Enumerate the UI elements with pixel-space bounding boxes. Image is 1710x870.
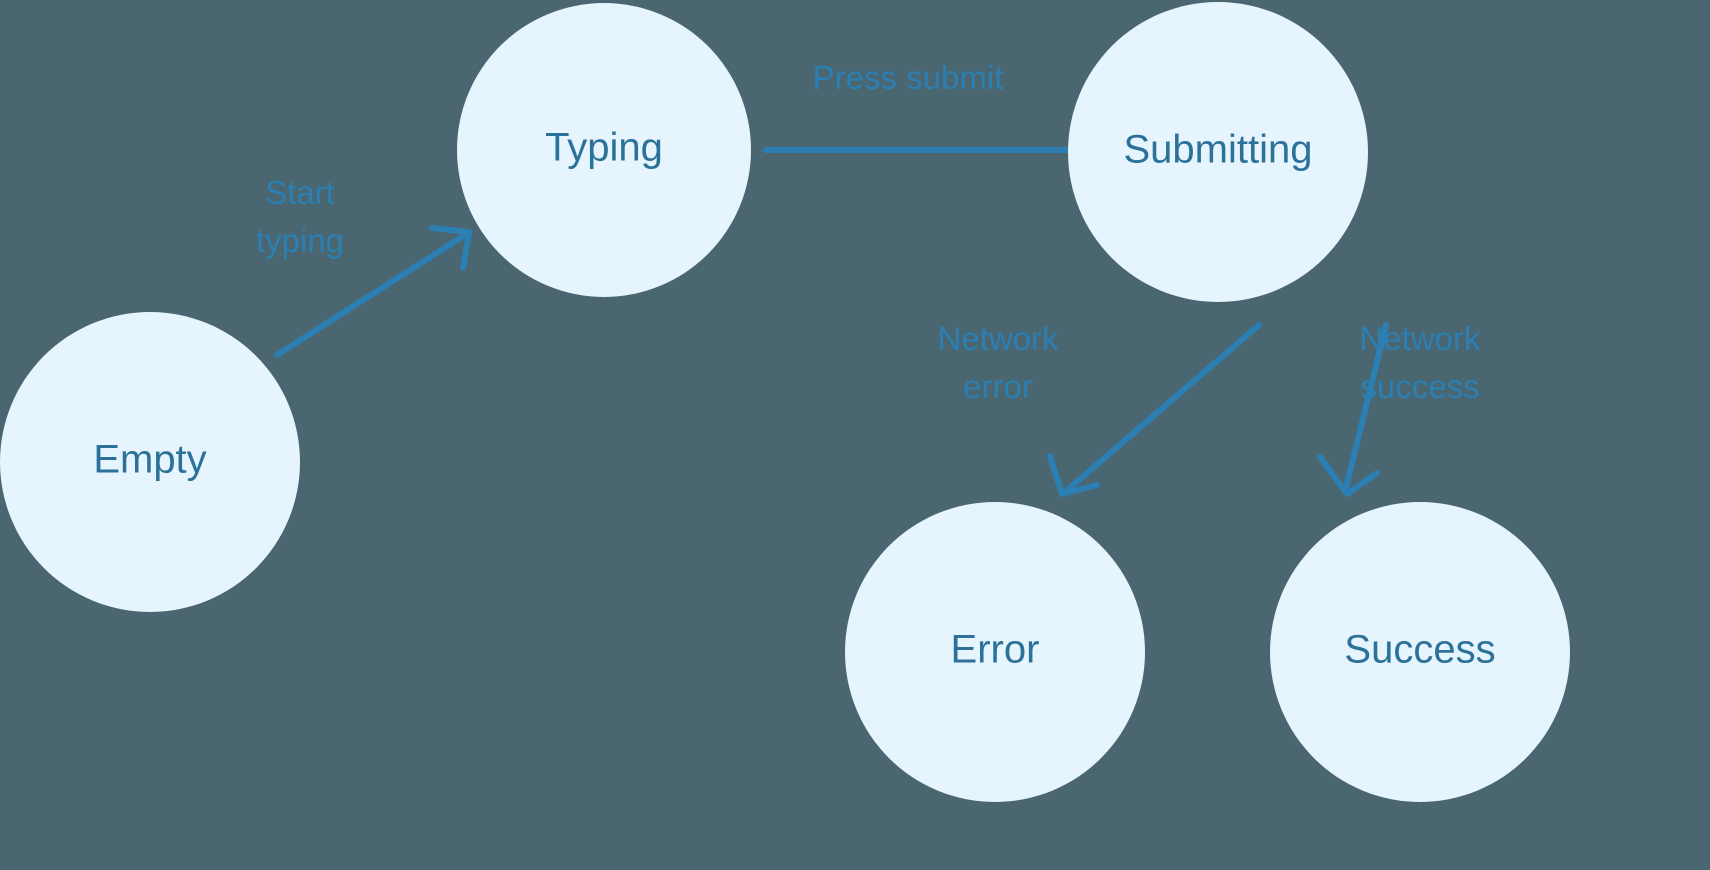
transition-label-line: typing — [256, 222, 344, 259]
transition-network-error[interactable]: Network error — [937, 320, 1262, 497]
state-node-submitting[interactable]: Submitting — [1068, 2, 1368, 302]
state-node-empty[interactable]: Empty — [0, 312, 300, 612]
arrowhead-icon-network-success — [1317, 454, 1380, 497]
transition-line-network-success — [1342, 322, 1389, 495]
state-label-empty: Empty — [93, 438, 206, 482]
state-label-error: Error — [951, 628, 1040, 672]
transition-label-line: success — [1360, 368, 1479, 405]
transition-label-line: Start — [265, 174, 335, 211]
transition-label-line: Press submit — [813, 59, 1004, 96]
transition-label-network-success: Network success — [1359, 320, 1481, 405]
arrowhead-icon-network-error — [1047, 453, 1100, 497]
transition-label-line: error — [963, 368, 1033, 405]
state-circle-empty[interactable] — [0, 312, 300, 612]
arrowhead-icon-start-typing — [429, 225, 472, 271]
transition-label-line: Network — [937, 320, 1059, 357]
transition-label-start-typing: Start typing — [256, 174, 344, 259]
transition-label-press-submit: Press submit — [813, 59, 1004, 96]
transition-line-start-typing — [274, 232, 468, 358]
transition-line-network-error — [1062, 322, 1262, 495]
state-node-typing[interactable]: Typing — [457, 3, 751, 297]
state-label-success: Success — [1344, 628, 1495, 672]
transition-network-success[interactable]: Network success — [1317, 320, 1481, 497]
transition-label-line: Network — [1359, 320, 1481, 357]
state-circle-submitting[interactable] — [1068, 2, 1368, 302]
state-label-typing: Typing — [545, 126, 663, 170]
state-node-success[interactable]: Success — [1270, 502, 1570, 802]
state-label-submitting: Submitting — [1124, 128, 1313, 172]
state-node-error[interactable]: Error — [845, 502, 1145, 802]
state-circle-typing[interactable] — [457, 3, 751, 297]
state-circle-error[interactable] — [845, 502, 1145, 802]
transition-start-typing[interactable]: Start typing — [256, 174, 472, 358]
state-circle-success[interactable] — [1270, 502, 1570, 802]
transition-label-network-error: Network error — [937, 320, 1059, 405]
